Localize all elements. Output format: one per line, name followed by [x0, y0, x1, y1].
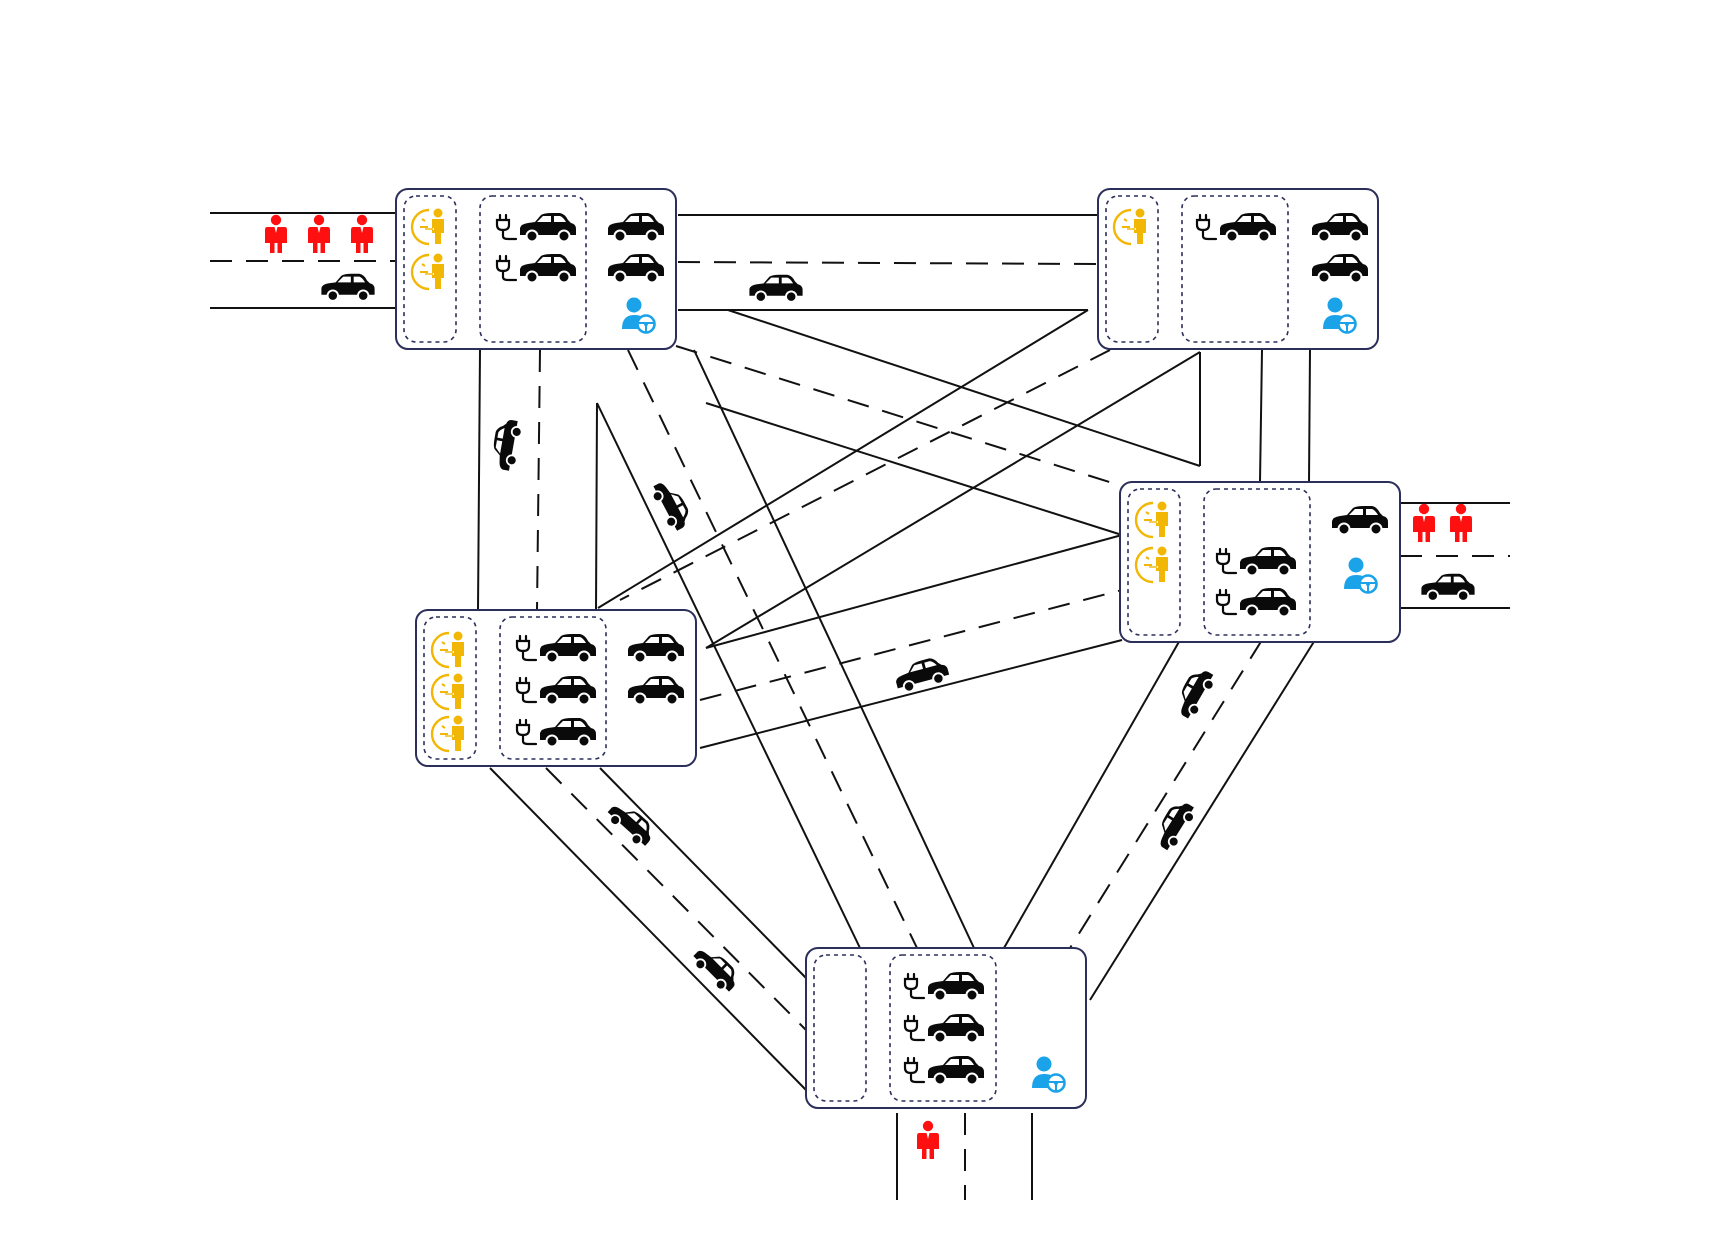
road-ml-mr [699, 534, 1123, 749]
station-top-right [1097, 188, 1379, 350]
car-icon [688, 941, 744, 997]
road-tl-mr [675, 345, 1123, 536]
charging-zone [1181, 195, 1289, 343]
car-icon [1170, 664, 1220, 723]
charging-zone [479, 195, 587, 343]
car-icon [1420, 572, 1476, 602]
person-icon [917, 1120, 939, 1159]
person-icon [1450, 503, 1472, 542]
person-icon [308, 214, 330, 253]
person-icon [1413, 503, 1435, 542]
road-south [896, 1113, 1033, 1200]
waiting-zone [423, 616, 477, 760]
station-middle-left [415, 609, 697, 767]
car-icon [320, 272, 376, 302]
person-icon [351, 214, 373, 253]
station-top-left [395, 188, 677, 350]
station-middle-right [1119, 481, 1401, 643]
waiting-zone [1105, 195, 1159, 343]
charging-zone [889, 954, 997, 1102]
road-tl-tr [677, 214, 1099, 311]
road-tr-ml [619, 349, 1201, 649]
station-bottom [805, 947, 1087, 1109]
road-mr-bottom [1003, 639, 1316, 1001]
road-tl-ml [477, 349, 598, 611]
car-icon [488, 416, 525, 473]
road-tr-mr [1259, 349, 1311, 483]
road-network [210, 212, 1510, 1200]
charging-zone [1203, 488, 1311, 636]
car-icon [891, 653, 952, 696]
waiting-zone [813, 954, 867, 1102]
road-ml-bottom [489, 767, 807, 1091]
road-tl-bottom [596, 349, 975, 949]
car-icon [602, 796, 660, 852]
road-west [210, 212, 398, 309]
road-tl-mr-triangle [597, 309, 1201, 609]
waiting-zone [1127, 488, 1181, 636]
person-icon [265, 214, 287, 253]
road-east [1400, 502, 1510, 609]
charging-zone [499, 616, 607, 760]
waiting-zone [403, 195, 457, 343]
car-icon [748, 273, 804, 303]
